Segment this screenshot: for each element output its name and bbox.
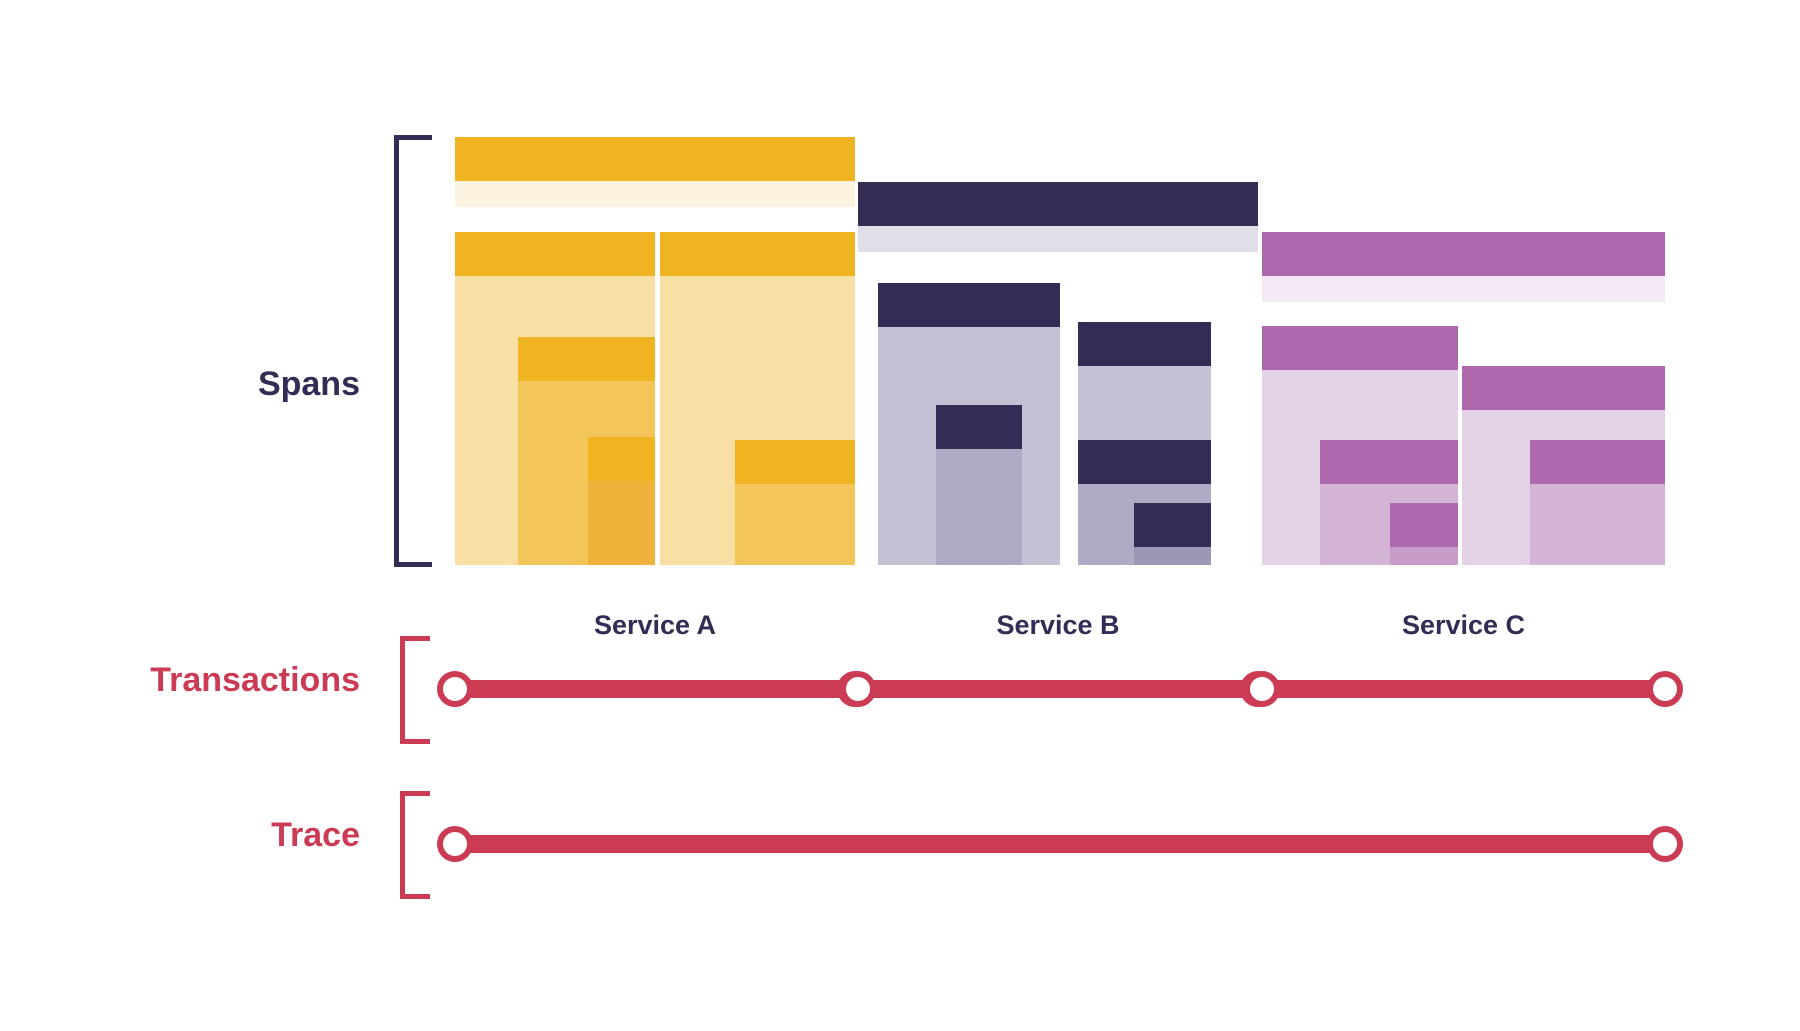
transactions-row-label: Transactions xyxy=(150,661,360,699)
span-c-root[interactable] xyxy=(1262,232,1665,302)
span-b-2-1-1-head xyxy=(1134,503,1211,547)
span-c-1-1-head xyxy=(1320,440,1458,484)
span-c-1-head xyxy=(1262,326,1458,370)
trace-full[interactable] xyxy=(455,835,1665,853)
span-a-2-head xyxy=(660,232,855,276)
service-caption-b: Service B xyxy=(996,610,1120,640)
transaction-endpoint-4[interactable] xyxy=(1244,671,1280,707)
span-b-root-head xyxy=(858,182,1258,226)
trace-timeline xyxy=(0,815,1800,875)
span-c-2-1[interactable] xyxy=(1530,440,1665,565)
span-b-2-1-1-body xyxy=(1134,547,1211,565)
span-b-1-1-body xyxy=(936,449,1022,565)
span-a-1-1-1-body xyxy=(588,481,655,565)
transaction-endpoint-2[interactable] xyxy=(840,671,876,707)
span-b-2-1-1[interactable] xyxy=(1134,503,1211,565)
span-b-1-1[interactable] xyxy=(936,405,1022,565)
span-a-2-1-body xyxy=(735,484,855,565)
span-a-root-body xyxy=(455,181,855,207)
transaction-a[interactable] xyxy=(455,680,855,698)
span-a-1-1-1-head xyxy=(588,437,655,481)
transaction-c[interactable] xyxy=(1262,680,1665,698)
transactions-timeline xyxy=(0,660,1800,720)
span-c-1-1-1-body xyxy=(1390,547,1458,565)
spans-waterfall xyxy=(455,137,1665,565)
span-b-2-1-head xyxy=(1078,440,1211,484)
span-a-1-head xyxy=(455,232,655,276)
span-a-1-1-head xyxy=(518,337,655,381)
span-c-2-head xyxy=(1462,366,1665,410)
span-a-root-head xyxy=(455,137,855,181)
span-b-1-head xyxy=(878,283,1060,327)
spans-row-label: Spans xyxy=(257,365,360,403)
span-c-root-head xyxy=(1262,232,1665,276)
service-caption-a: Service A xyxy=(593,610,717,640)
span-b-2-head xyxy=(1078,322,1211,366)
span-c-1-1-1-head xyxy=(1390,503,1458,547)
spans-bracket xyxy=(394,135,432,567)
trace-endpoint-0[interactable] xyxy=(437,826,473,862)
trace-row-label: Trace xyxy=(271,816,360,854)
span-b-root[interactable] xyxy=(858,182,1258,252)
span-c-1-1-1[interactable] xyxy=(1390,503,1458,565)
span-b-1-1-head xyxy=(936,405,1022,449)
trace-bracket xyxy=(400,791,430,899)
span-a-root[interactable] xyxy=(455,137,855,207)
span-c-2-1-head xyxy=(1530,440,1665,484)
span-a-1-1-1[interactable] xyxy=(588,437,655,565)
span-c-2-1-body xyxy=(1530,484,1665,565)
span-c-root-body xyxy=(1262,276,1665,302)
service-caption-c: Service C xyxy=(1401,610,1526,640)
span-a-2-1[interactable] xyxy=(735,440,855,565)
transaction-b[interactable] xyxy=(858,680,1258,698)
transaction-endpoint-0[interactable] xyxy=(437,671,473,707)
span-a-2-1-head xyxy=(735,440,855,484)
trace-endpoint-1[interactable] xyxy=(1647,826,1683,862)
span-b-root-body xyxy=(858,226,1258,252)
transaction-endpoint-5[interactable] xyxy=(1647,671,1683,707)
transactions-bracket xyxy=(400,636,430,744)
